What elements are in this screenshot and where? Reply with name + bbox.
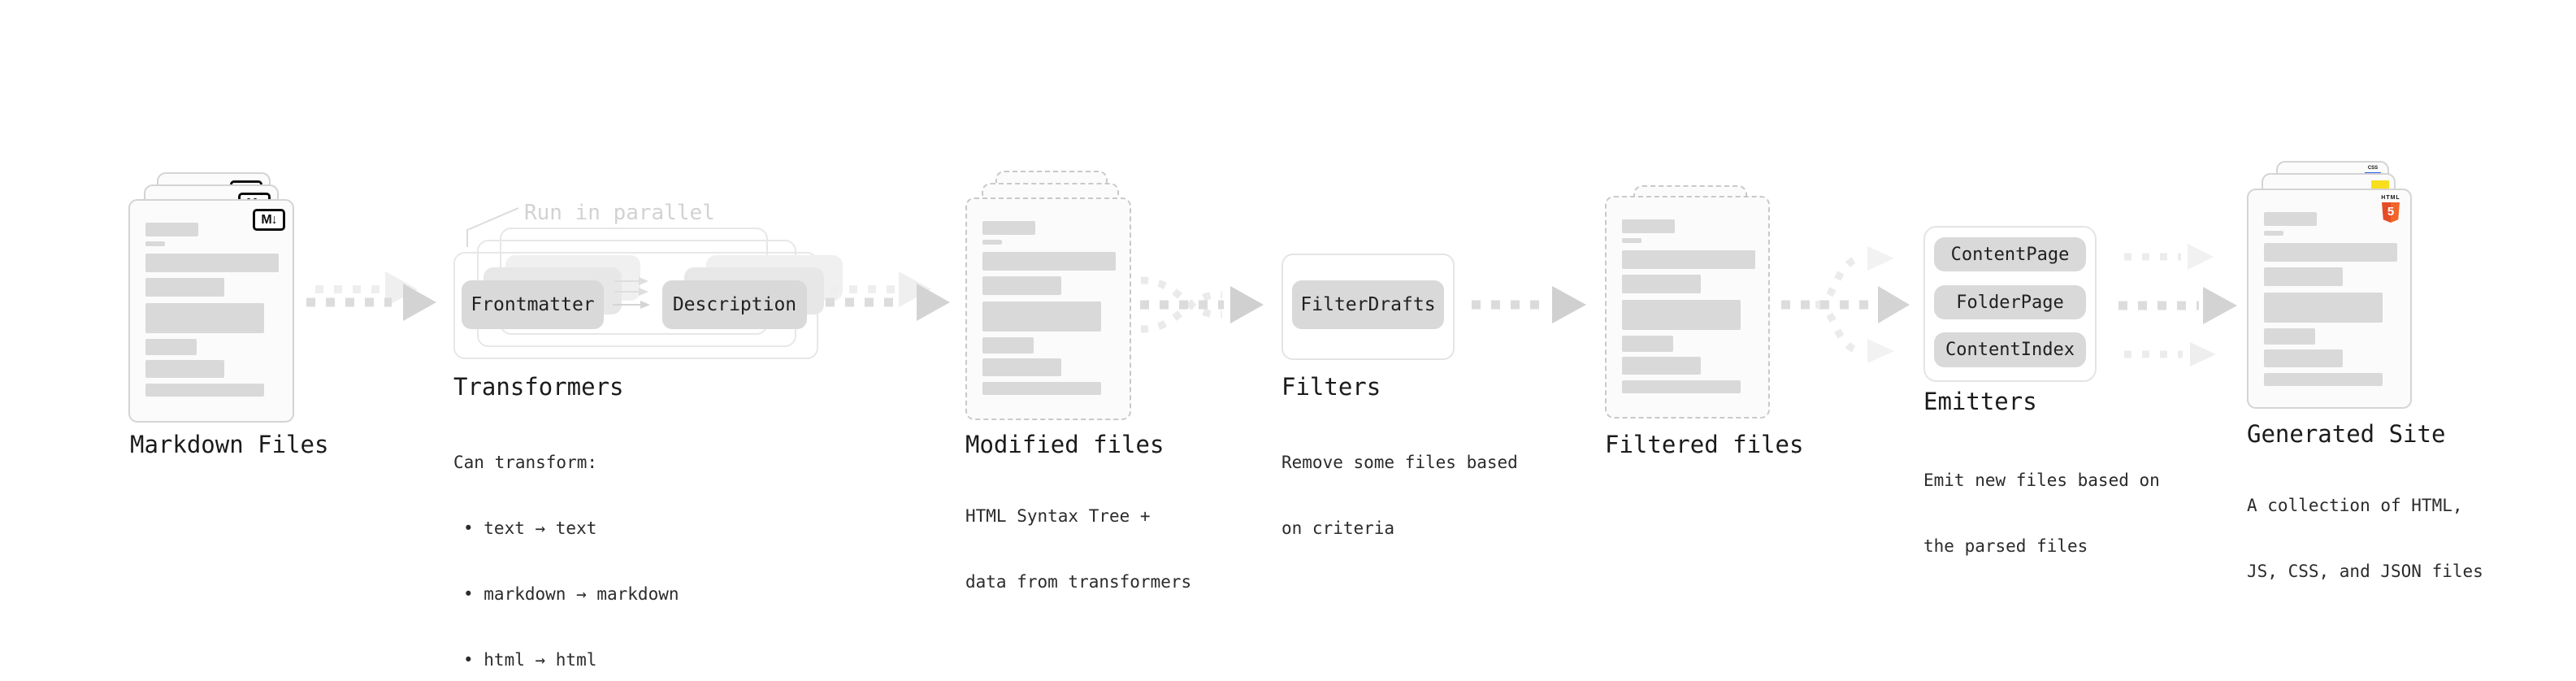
text-line-bar (2264, 328, 2315, 345)
text-line-bar (982, 337, 1034, 354)
generated-file-card-front: HTML 5 (2247, 189, 2412, 409)
modified-files-sub-line: HTML Syntax Tree + (965, 506, 1151, 526)
text-line-bar (1622, 300, 1741, 330)
filterdrafts-pill-label: FilterDrafts (1300, 294, 1436, 315)
modified-file-card-front (965, 197, 1131, 420)
text-line-bar (1622, 336, 1673, 352)
text-line-bar (2264, 212, 2317, 226)
folderpage-pill-label: FolderPage (1956, 292, 2064, 313)
text-line-bar (2264, 373, 2383, 386)
text-line-bar (2264, 231, 2283, 236)
arrow-transformers-to-modified-icon (826, 271, 950, 321)
html5-logo-shield: 5 (2382, 202, 2400, 223)
text-line-bar (2264, 293, 2383, 323)
text-line-bar (145, 254, 279, 272)
generated-site-description: A collection of HTML, JS, CSS, and JSON … (2247, 451, 2483, 627)
text-line-bar (982, 252, 1116, 271)
javascript-logo-icon (2371, 180, 2389, 191)
arrow-markdown-to-transformers-icon (306, 271, 436, 321)
emitters-label: Emitters (1923, 388, 2037, 415)
filterdrafts-pill: FilterDrafts (1292, 280, 1444, 329)
css-logo-text: CSS (2367, 166, 2379, 171)
filtered-files-label: Filtered files (1605, 431, 1804, 458)
frontmatter-pill-label: Frontmatter (471, 294, 595, 315)
generated-site-sub-line: A collection of HTML, (2247, 496, 2463, 515)
text-line-bar (2264, 349, 2343, 367)
arrow-filters-to-filtered-icon (1472, 286, 1586, 323)
text-line-bar (2264, 243, 2397, 262)
text-line-bar (145, 303, 264, 333)
filters-label: Filters (1281, 373, 1381, 401)
transformers-bullet: • markdown → markdown (463, 584, 679, 604)
text-line-bar (1622, 275, 1701, 293)
text-line-bar (982, 382, 1101, 395)
contentindex-pill-label: ContentIndex (1945, 340, 2075, 360)
transformers-bullet: • html → html (463, 650, 597, 670)
arrow-filtered-to-emitters-icon (1781, 246, 1910, 363)
emitters-sub-line: Emit new files based on (1923, 471, 2160, 490)
text-line-bar (1622, 250, 1755, 269)
frontmatter-pill: Frontmatter (462, 280, 604, 329)
filtered-files-stack (1605, 185, 1770, 421)
generated-site-label: Generated Site (2247, 420, 2446, 448)
text-line-bar (982, 301, 1101, 332)
markdown-file-card-front: M↓ (128, 199, 294, 423)
text-line-bar (145, 360, 224, 378)
text-line-bar (145, 223, 198, 236)
folderpage-pill: FolderPage (1934, 285, 2086, 319)
arrow-emitters-to-generated-icon (2118, 244, 2237, 367)
text-line-bar (982, 240, 1002, 245)
text-line-bar (145, 278, 224, 297)
transformers-description: Can transform: • text → text • markdown … (453, 408, 679, 681)
filters-sub-line: on criteria (1281, 518, 1395, 538)
arrow-modified-to-filters-icon (1140, 276, 1264, 333)
modified-files-stack (965, 171, 1131, 421)
text-line-bar (982, 358, 1061, 376)
filters-description: Remove some files based on criteria (1281, 408, 1518, 583)
generated-site-sub-line: JS, CSS, and JSON files (2247, 562, 2483, 581)
text-line-bar (145, 241, 165, 246)
modified-files-sub-line: data from transformers (965, 572, 1192, 592)
contentpage-pill: ContentPage (1934, 237, 2086, 271)
description-pill: Description (662, 280, 807, 329)
doc-content-placeholder (2264, 212, 2397, 386)
description-pill-label: Description (672, 294, 797, 315)
text-line-bar (982, 221, 1035, 235)
doc-content-placeholder (145, 223, 279, 397)
emitters-sub-line: the parsed files (1923, 536, 2088, 556)
contentpage-pill-label: ContentPage (1950, 244, 2070, 265)
markdown-files-label: Markdown Files (130, 431, 329, 458)
emitters-description: Emit new files based on the parsed files (1923, 426, 2160, 601)
text-line-bar (2264, 267, 2343, 286)
transformers-label: Transformers (453, 373, 624, 401)
text-line-bar (145, 384, 264, 397)
contentindex-pill: ContentIndex (1934, 332, 2086, 367)
html5-logo-word: HTML (2381, 195, 2400, 201)
transformers-bullet: • text → text (463, 518, 597, 538)
html5-logo-icon: HTML 5 (2381, 194, 2400, 223)
run-in-parallel-callout-line (466, 207, 519, 247)
markdown-files-stack: M↓ M↓ M↓ (128, 172, 294, 423)
modified-files-label: Modified files (965, 431, 1164, 458)
generated-site-stack: CSS HTML 5 (2247, 161, 2412, 411)
doc-content-placeholder (1622, 219, 1755, 393)
text-line-bar (1622, 357, 1701, 375)
markdown-logo-icon: M↓ (253, 209, 285, 231)
filtered-file-card-front (1605, 196, 1770, 419)
modified-files-description: HTML Syntax Tree + data from transformer… (965, 462, 1191, 637)
text-line-bar (982, 276, 1061, 295)
text-line-bar (1622, 238, 1641, 243)
parallel-transform-arrows-icon (613, 277, 650, 309)
text-line-bar (1622, 380, 1741, 393)
run-in-parallel-note: Run in parallel (524, 201, 715, 225)
text-line-bar (145, 339, 197, 355)
doc-content-placeholder (982, 221, 1116, 395)
transformers-sub-intro: Can transform: (453, 453, 598, 472)
filters-sub-line: Remove some files based (1281, 453, 1518, 472)
text-line-bar (1622, 219, 1675, 233)
